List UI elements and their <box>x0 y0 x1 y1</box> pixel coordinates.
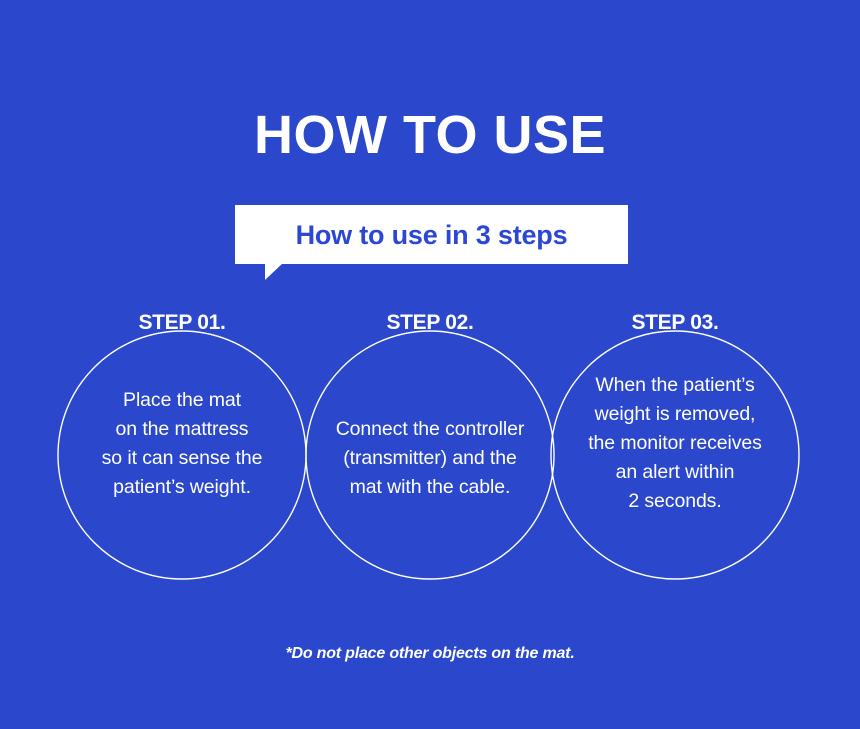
step-body-line: mat with the cable. <box>349 476 511 498</box>
step-body-line: an alert within <box>615 461 735 483</box>
step-body-2: Connect the controller (transmitter) and… <box>285 415 575 502</box>
speech-bubble-label: How to use in 3 steps <box>295 219 568 250</box>
step-item-3: STEP 03. When the patient’s weight is re… <box>530 300 820 600</box>
step-body-line: on the mattress <box>115 418 249 440</box>
overlapping-circles-diagram <box>57 330 800 580</box>
page-title: HOW TO USE <box>253 105 607 165</box>
step-label-2: STEP 02. <box>386 311 474 334</box>
steps-section: STEP 01. Place the mat on the mattress s… <box>0 300 860 600</box>
step-item-1: STEP 01. Place the mat on the mattress s… <box>37 300 327 600</box>
step-body-line: so it can sense the <box>101 447 263 469</box>
step-body-line: patient’s weight. <box>113 476 251 498</box>
step-body-line: (transmitter) and the <box>343 447 517 469</box>
footnote-text: *Do not place other objects on the mat. <box>285 645 575 662</box>
step-item-2: STEP 02. Connect the controller (transmi… <box>285 300 575 600</box>
speech-bubble-tail-icon <box>265 263 283 280</box>
step-body-line: weight is removed, <box>594 403 756 425</box>
step-body-line: 2 seconds. <box>628 490 722 512</box>
step-label-1: STEP 01. <box>138 311 226 334</box>
speech-bubble-box: How to use in 3 steps <box>235 205 628 264</box>
step-body-3: When the patient’s weight is removed, th… <box>530 371 820 516</box>
step-body-line: the monitor receives <box>588 432 762 454</box>
step-label-3: STEP 03. <box>631 311 719 334</box>
step-body-line: Place the mat <box>123 389 241 411</box>
step-body-1: Place the mat on the mattress so it can … <box>37 386 327 502</box>
step-body-line: Connect the controller <box>335 418 525 440</box>
step-body-line: When the patient’s <box>595 374 755 396</box>
speech-bubble: How to use in 3 steps <box>235 205 628 285</box>
step-circle-2 <box>305 330 555 580</box>
step-circle-3 <box>550 330 800 580</box>
